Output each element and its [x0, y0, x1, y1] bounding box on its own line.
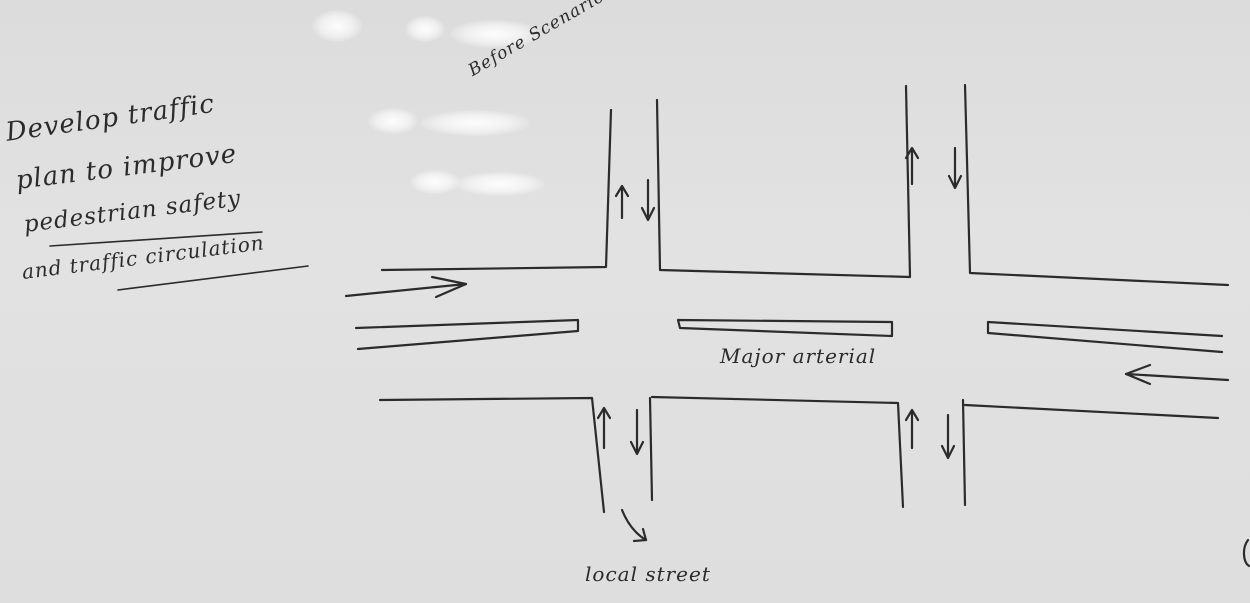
light-glare — [450, 20, 540, 48]
major-arterial-label: Major arterial — [720, 344, 877, 368]
arrow-up-icon — [904, 408, 920, 450]
light-glare — [455, 172, 545, 196]
arrow-up-icon — [614, 184, 630, 220]
arterial-top-edge — [655, 84, 912, 279]
note-underline — [49, 231, 263, 247]
arterial-bottom-edge — [648, 396, 654, 502]
arrow-down-icon — [947, 146, 963, 190]
median-island — [676, 318, 894, 338]
arrow-left-icon — [1124, 363, 1230, 386]
arrow-up-icon — [596, 406, 612, 450]
light-glare — [420, 110, 530, 136]
arterial-top-edge — [963, 83, 1230, 287]
arrow-down-icon — [640, 178, 656, 222]
light-glare — [405, 16, 445, 42]
arrow-down-icon — [940, 413, 956, 460]
arrow-up-icon — [904, 146, 920, 186]
light-glare — [410, 170, 460, 194]
arrow-right-icon — [344, 275, 468, 299]
note-underline — [117, 265, 309, 291]
arterial-bottom-edge — [378, 396, 606, 514]
median-island — [354, 318, 580, 351]
pointer-arrow — [620, 508, 648, 543]
arrow-down-icon — [629, 408, 645, 456]
arterial-bottom-edge — [963, 403, 1220, 420]
local-street-label: local street — [585, 562, 711, 586]
arterial-bottom-edge — [961, 398, 967, 507]
light-glare — [312, 10, 362, 42]
arterial-top-edge — [380, 108, 613, 272]
light-glare — [368, 108, 418, 134]
median-island — [986, 320, 1224, 354]
edge-mark — [1242, 538, 1250, 568]
arterial-bottom-edge — [650, 395, 905, 509]
